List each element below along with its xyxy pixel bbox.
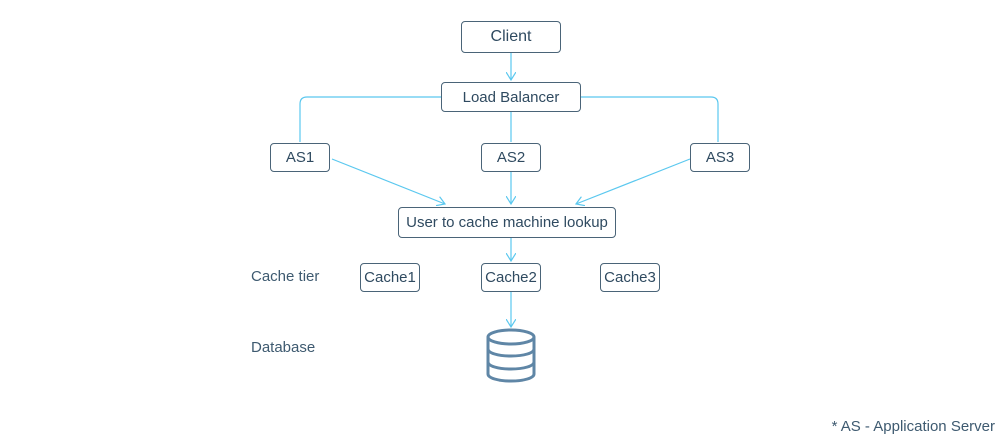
app-server-node-as2: AS2 bbox=[481, 143, 541, 172]
app-server-label: AS1 bbox=[285, 149, 315, 166]
client-node: Client bbox=[461, 21, 561, 53]
cache-node-cache2: Cache2 bbox=[481, 263, 541, 292]
cache-label: Cache1 bbox=[364, 269, 416, 286]
app-server-label: AS3 bbox=[705, 149, 735, 166]
cache-lookup-node: User to cache machine lookup bbox=[398, 207, 616, 238]
cache-node-cache1: Cache1 bbox=[360, 263, 420, 292]
lb-to-as3-connector bbox=[581, 96, 719, 142]
lb-to-as1-connector bbox=[299, 96, 441, 142]
footnote: * AS - Application Server bbox=[831, 418, 995, 435]
app-server-label: AS2 bbox=[496, 149, 526, 166]
as1-to-lookup-connector bbox=[331, 158, 445, 204]
database-icon bbox=[486, 328, 536, 383]
cache-label: Cache2 bbox=[485, 269, 537, 286]
client-label: Client bbox=[490, 28, 532, 45]
database-label: Database bbox=[251, 339, 316, 356]
as3-to-lookup-connector bbox=[576, 158, 691, 204]
load-balancer-label: Load Balancer bbox=[462, 88, 560, 106]
app-server-node-as1: AS1 bbox=[270, 143, 330, 172]
cache-tier-label: Cache tier bbox=[251, 268, 320, 285]
cache-lookup-label: User to cache machine lookup bbox=[406, 214, 608, 231]
app-server-node-as3: AS3 bbox=[690, 143, 750, 172]
cache-label: Cache3 bbox=[604, 269, 656, 286]
cache-node-cache3: Cache3 bbox=[600, 263, 660, 292]
load-balancer-node: Load Balancer bbox=[441, 82, 581, 112]
